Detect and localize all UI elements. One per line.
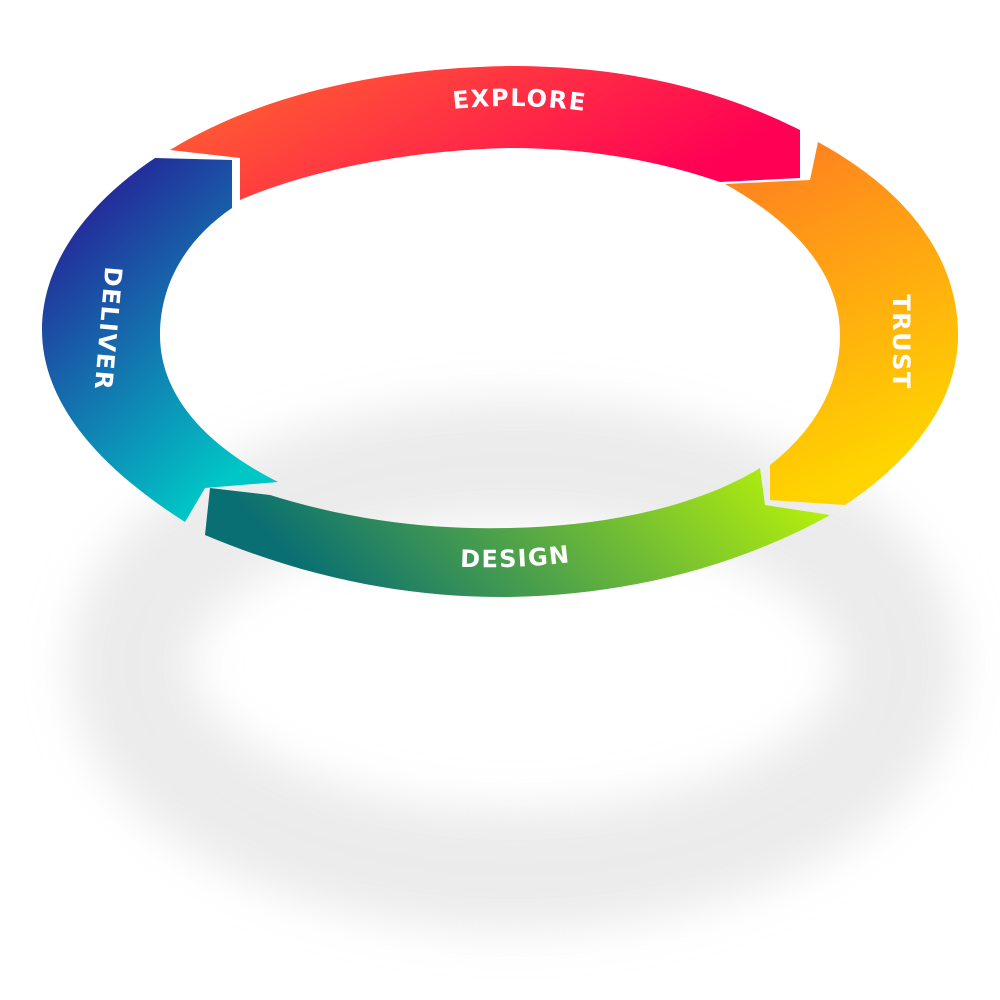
svg-text:TRUST: TRUST bbox=[887, 294, 915, 390]
segment-deliver[interactable] bbox=[42, 158, 278, 522]
label-explore: EXPLORE bbox=[451, 84, 586, 117]
segment-trust[interactable] bbox=[725, 142, 959, 505]
segment-explore[interactable] bbox=[170, 66, 800, 200]
svg-text:DESIGN: DESIGN bbox=[460, 540, 572, 573]
cycle-ring bbox=[42, 66, 959, 598]
label-design: DESIGN bbox=[460, 540, 570, 573]
svg-text:EXPLORE: EXPLORE bbox=[451, 84, 588, 117]
label-trust: TRUST bbox=[887, 294, 915, 390]
segment-design[interactable] bbox=[205, 468, 830, 598]
floor-shadow bbox=[70, 400, 960, 930]
